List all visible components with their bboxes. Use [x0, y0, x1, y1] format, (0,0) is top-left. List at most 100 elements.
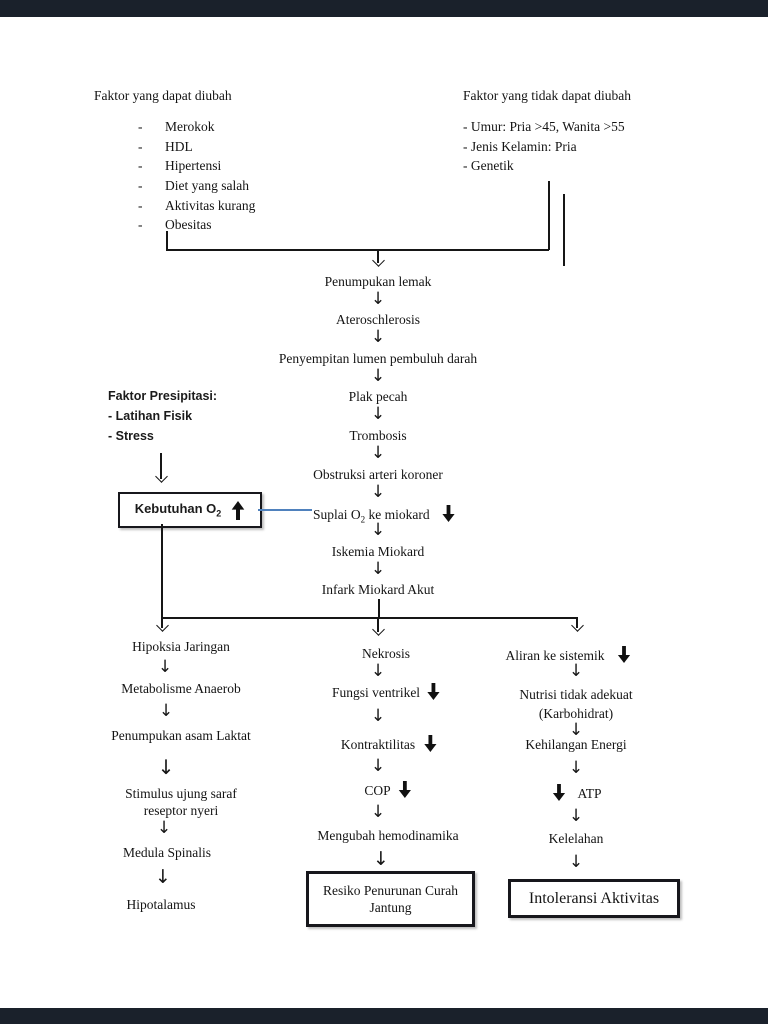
connector-line — [161, 524, 163, 618]
bold-down-arrow-icon — [427, 683, 440, 700]
down-arrow-icon: ↓ — [157, 755, 175, 779]
bullet-dash: - — [138, 178, 143, 193]
list-item: - Aktivitas kurang — [138, 198, 255, 214]
node-nekrosis: Nekrosis — [362, 646, 410, 661]
nonmodifiable-factors-title: Faktor yang tidak dapat diubah — [463, 88, 631, 103]
bold-down-arrow-icon — [442, 505, 455, 522]
down-arrow-icon: ↓ — [370, 443, 386, 463]
bold-down-arrow-icon — [552, 784, 566, 801]
list-item-label: Hipertensi — [165, 158, 222, 173]
node-medula-spinalis: Medula Spinalis — [122, 845, 212, 860]
down-arrow-icon: ↓ — [568, 758, 584, 778]
node-iskemia-miokard: Iskemia Miokard — [331, 544, 425, 559]
kebutuhan-o2-box: Kebutuhan O2 — [118, 492, 262, 528]
down-arrow-icon: ↓ — [370, 366, 386, 386]
bold-down-arrow-icon — [399, 781, 412, 798]
node-hipotalamus: Hipotalamus — [126, 897, 196, 912]
bold-down-arrow-icon — [424, 735, 437, 752]
bold-down-arrow-icon — [617, 646, 631, 663]
down-arrow-icon: ↓ — [370, 404, 386, 424]
connector-line — [166, 231, 168, 249]
list-item: - Hipertensi — [138, 158, 221, 174]
connector-line — [161, 617, 578, 619]
list-item: - Genetik — [463, 158, 514, 173]
node-penumpukan-asam-laktat: Penumpukan asam Laktat — [111, 728, 251, 743]
list-item-label: Obesitas — [165, 217, 212, 232]
down-arrow-icon: ↓ — [155, 866, 171, 888]
subscript: 2 — [360, 514, 366, 525]
down-arrow-icon: ↓ — [156, 818, 172, 838]
precipitating-item: - Stress — [108, 429, 154, 443]
node-metabolisme-anaerob: Metabolisme Anaerob — [121, 681, 241, 696]
down-arrow-icon: ↓ — [370, 802, 386, 822]
down-arrow-icon — [371, 250, 385, 267]
list-item-label: Diet yang salah — [165, 178, 249, 193]
blue-connector-line — [258, 509, 312, 511]
down-arrow-icon: ↓ — [373, 848, 389, 870]
down-arrow-icon: ↓ — [370, 661, 386, 681]
node-atp: ATP — [552, 784, 602, 802]
precipitating-title: Faktor Presipitasi: — [108, 389, 218, 403]
down-arrow-icon: ↓ — [370, 482, 386, 502]
connector-line — [563, 194, 565, 266]
intoleransi-aktivitas-box: Intoleransi Aktivitas — [508, 879, 680, 918]
bullet-dash: - — [138, 158, 143, 173]
node-mengubah-hemodinamika: Mengubah hemodinamika — [317, 828, 459, 843]
down-arrow-icon — [570, 618, 584, 632]
bullet-dash: - — [138, 119, 143, 134]
down-arrow-icon: ↓ — [370, 289, 386, 309]
down-arrow-icon: ↓ — [568, 720, 584, 740]
down-arrow-icon: ↓ — [370, 559, 386, 579]
down-arrow-icon: ↓ — [568, 806, 584, 826]
list-item: - Jenis Kelamin: Pria — [463, 139, 577, 154]
bullet-dash: - — [138, 217, 143, 232]
node-kelelahan: Kelelahan — [548, 831, 604, 846]
modifiable-factors-title: Faktor yang dapat diubah — [94, 88, 232, 103]
connector-line — [548, 181, 550, 250]
down-arrow-icon: ↓ — [568, 661, 584, 681]
connector-line — [378, 599, 380, 617]
list-item: - Diet yang salah — [138, 178, 249, 194]
down-arrow-icon: ↓ — [158, 701, 174, 721]
subscript: 2 — [216, 508, 222, 519]
node-label: ke miokard — [365, 507, 430, 522]
list-item: - Merokok — [138, 119, 215, 135]
down-arrow-icon: ↓ — [157, 657, 173, 677]
list-item: - Umur: Pria >45, Wanita >55 — [463, 119, 625, 134]
node-obstruksi-arteri: Obstruksi arteri koroner — [313, 467, 443, 482]
precipitating-item: - Latihan Fisik — [108, 409, 193, 423]
node-suplai-o2: Suplai O2 ke miokard — [313, 505, 455, 525]
down-arrow-icon: ↓ — [370, 520, 386, 540]
list-item-label: Merokok — [165, 119, 215, 134]
down-arrow-icon: ↓ — [370, 706, 386, 726]
down-arrow-icon: ↓ — [370, 756, 386, 776]
list-item: - HDL — [138, 139, 193, 155]
node-penyempitan-lumen: Penyempitan lumen pembuluh darah — [278, 351, 478, 366]
down-arrow-icon: ↓ — [370, 327, 386, 347]
bullet-dash: - — [138, 198, 143, 213]
down-arrow-icon — [155, 618, 169, 632]
down-arrow-icon — [371, 618, 385, 636]
bold-up-arrow-icon — [232, 500, 245, 520]
node-fungsi-ventrikel: Fungsi ventrikel — [332, 683, 440, 701]
box-label: Kebutuhan O2 — [134, 501, 222, 519]
node-hipoksia-jaringan: Hipoksia Jaringan — [132, 639, 230, 654]
box-label: Intoleransi Aktivitas — [528, 889, 660, 907]
bullet-dash: - — [138, 139, 143, 154]
node-nutrisi-tidak-adekuat: Nutrisi tidak adekuat(Karbohidrat) — [519, 687, 633, 721]
list-item-label: HDL — [165, 139, 193, 154]
node-ateroschlerosis: Ateroschlerosis — [336, 312, 420, 327]
node-label: Suplai O — [313, 507, 361, 522]
down-arrow-icon: ↓ — [568, 852, 584, 872]
list-item: - Obesitas — [138, 217, 212, 233]
connector-line — [166, 249, 549, 251]
node-infark-miokard-akut: Infark Miokard Akut — [321, 582, 435, 597]
node-aliran-sistemik: Aliran ke sistemik — [506, 646, 631, 664]
list-item-label: Aktivitas kurang — [165, 198, 256, 213]
viewer-bottom-bar — [0, 1008, 768, 1024]
node-cop: COP — [364, 781, 412, 799]
viewer-top-bar — [0, 0, 768, 17]
